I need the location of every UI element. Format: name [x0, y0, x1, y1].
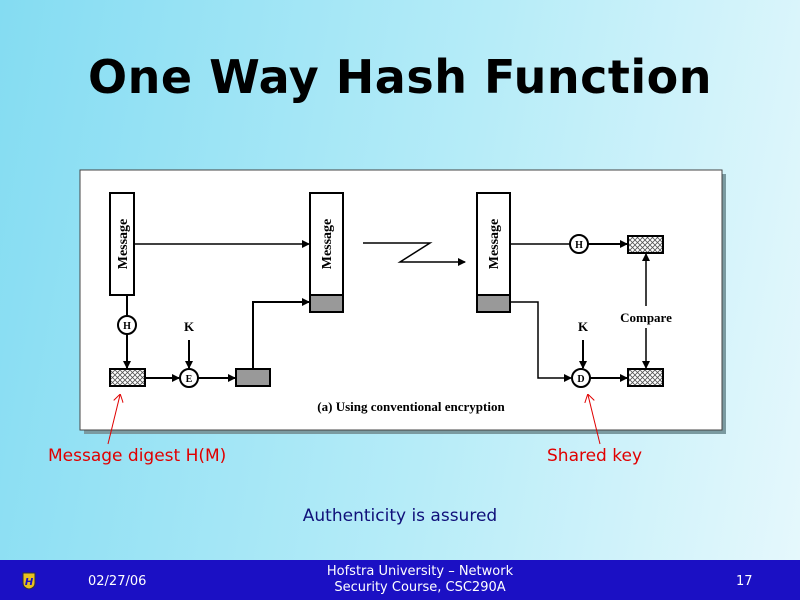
- svg-text:H: H: [25, 577, 34, 588]
- message-block-receiver: [476, 192, 511, 296]
- digest-block-computed: [627, 235, 664, 254]
- course-line-2: Security Course, CSC290A: [334, 580, 506, 595]
- message-label: Message: [487, 219, 502, 270]
- shared-key-annotation: Shared key: [547, 446, 643, 466]
- slide-title: One Way Hash Function: [88, 50, 712, 104]
- digest-block-decrypted: [627, 368, 664, 387]
- footer-course: Hofstra University – Network Security Co…: [300, 564, 540, 596]
- page-number: 17: [736, 574, 753, 589]
- hofstra-shield-icon: H: [22, 572, 36, 590]
- course-line-1: Hofstra University – Network: [326, 564, 514, 579]
- hash-label: H: [123, 321, 131, 332]
- key-label: K: [578, 319, 589, 334]
- compare-label: Compare: [620, 310, 672, 325]
- hash-label: H: [575, 240, 583, 251]
- key-pointer-arrow: [588, 395, 601, 445]
- message-label: Message: [320, 219, 335, 270]
- encrypt-label: E: [186, 374, 193, 385]
- digest-annotation: Message digest H(M): [48, 446, 227, 466]
- slide-footer: H 02/27/06 Hofstra University – Network …: [0, 560, 800, 600]
- footer-date: 02/27/06: [88, 574, 147, 589]
- diagram-caption: (a) Using conventional encryption: [317, 399, 505, 414]
- digest-block-sender: [109, 368, 146, 387]
- decrypt-label: D: [577, 374, 584, 385]
- authenticity-note: Authenticity is assured: [302, 506, 498, 526]
- key-label: K: [184, 319, 195, 334]
- digest-pointer-arrow: [107, 395, 120, 445]
- encrypted-digest-block: [235, 368, 271, 387]
- diagram-frame: [79, 169, 723, 431]
- message-label: Message: [116, 219, 131, 270]
